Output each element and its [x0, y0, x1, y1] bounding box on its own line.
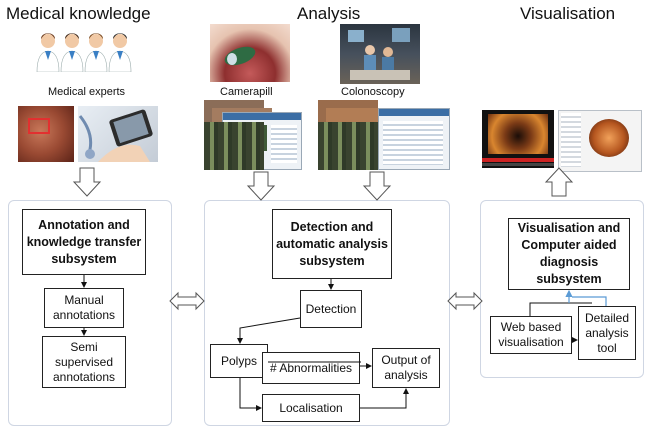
visualisation-screenshot-endoscopy — [482, 110, 554, 168]
colonoscopy-label: Colonoscopy — [341, 86, 405, 98]
camerapill-photo — [210, 24, 290, 82]
web-visualisation-box: Web based visualisation — [490, 316, 572, 354]
doctor-icon — [108, 33, 132, 72]
header-medical-knowledge: Medical knowledge — [6, 4, 151, 23]
endoscopy-annotation-image — [18, 106, 74, 162]
input-arrow-colonoscopy — [362, 171, 392, 201]
visualisation-subsystem-box: Visualisation and Computer aided diagnos… — [508, 218, 630, 290]
detection-subsystem-box: Detection and automatic analysis subsyst… — [272, 209, 392, 279]
output-of-analysis-box: Output of analysis — [372, 348, 440, 388]
doctor-icon — [36, 33, 60, 72]
abnormalities-box: # Abnormalities — [262, 352, 360, 384]
polyps-box: Polyps — [210, 344, 268, 378]
input-arrow-camerapill — [246, 171, 276, 201]
medical-experts-illustration — [36, 33, 132, 72]
visualisation-screenshot-tool — [558, 110, 642, 172]
camerapill-label: Camerapill — [220, 86, 273, 98]
header-visualisation: Visualisation — [520, 4, 616, 23]
tablet-stethoscope-image — [78, 106, 158, 162]
header-analysis: Analysis — [297, 4, 361, 23]
double-arrow-middle-right — [447, 291, 483, 311]
doctor-icon — [60, 33, 84, 72]
manual-annotations-box: Manual annotations — [44, 288, 124, 328]
double-arrow-left-middle — [169, 291, 205, 311]
localisation-box: Localisation — [262, 394, 360, 422]
detection-box: Detection — [300, 290, 362, 328]
output-arrow-visualisation — [544, 167, 574, 197]
colonoscopy-photo — [340, 24, 420, 84]
detailed-analysis-tool-box: Detailed analysis tool — [578, 306, 636, 360]
annotation-subsystem-box: Annotation and knowledge transfer subsys… — [22, 209, 146, 275]
input-arrow-left — [72, 167, 102, 197]
annotation-marker — [28, 118, 50, 134]
semi-supervised-box: Semi supervised annotations — [42, 336, 126, 388]
doctor-icon — [84, 33, 108, 72]
medical-experts-label: Medical experts — [48, 86, 126, 98]
